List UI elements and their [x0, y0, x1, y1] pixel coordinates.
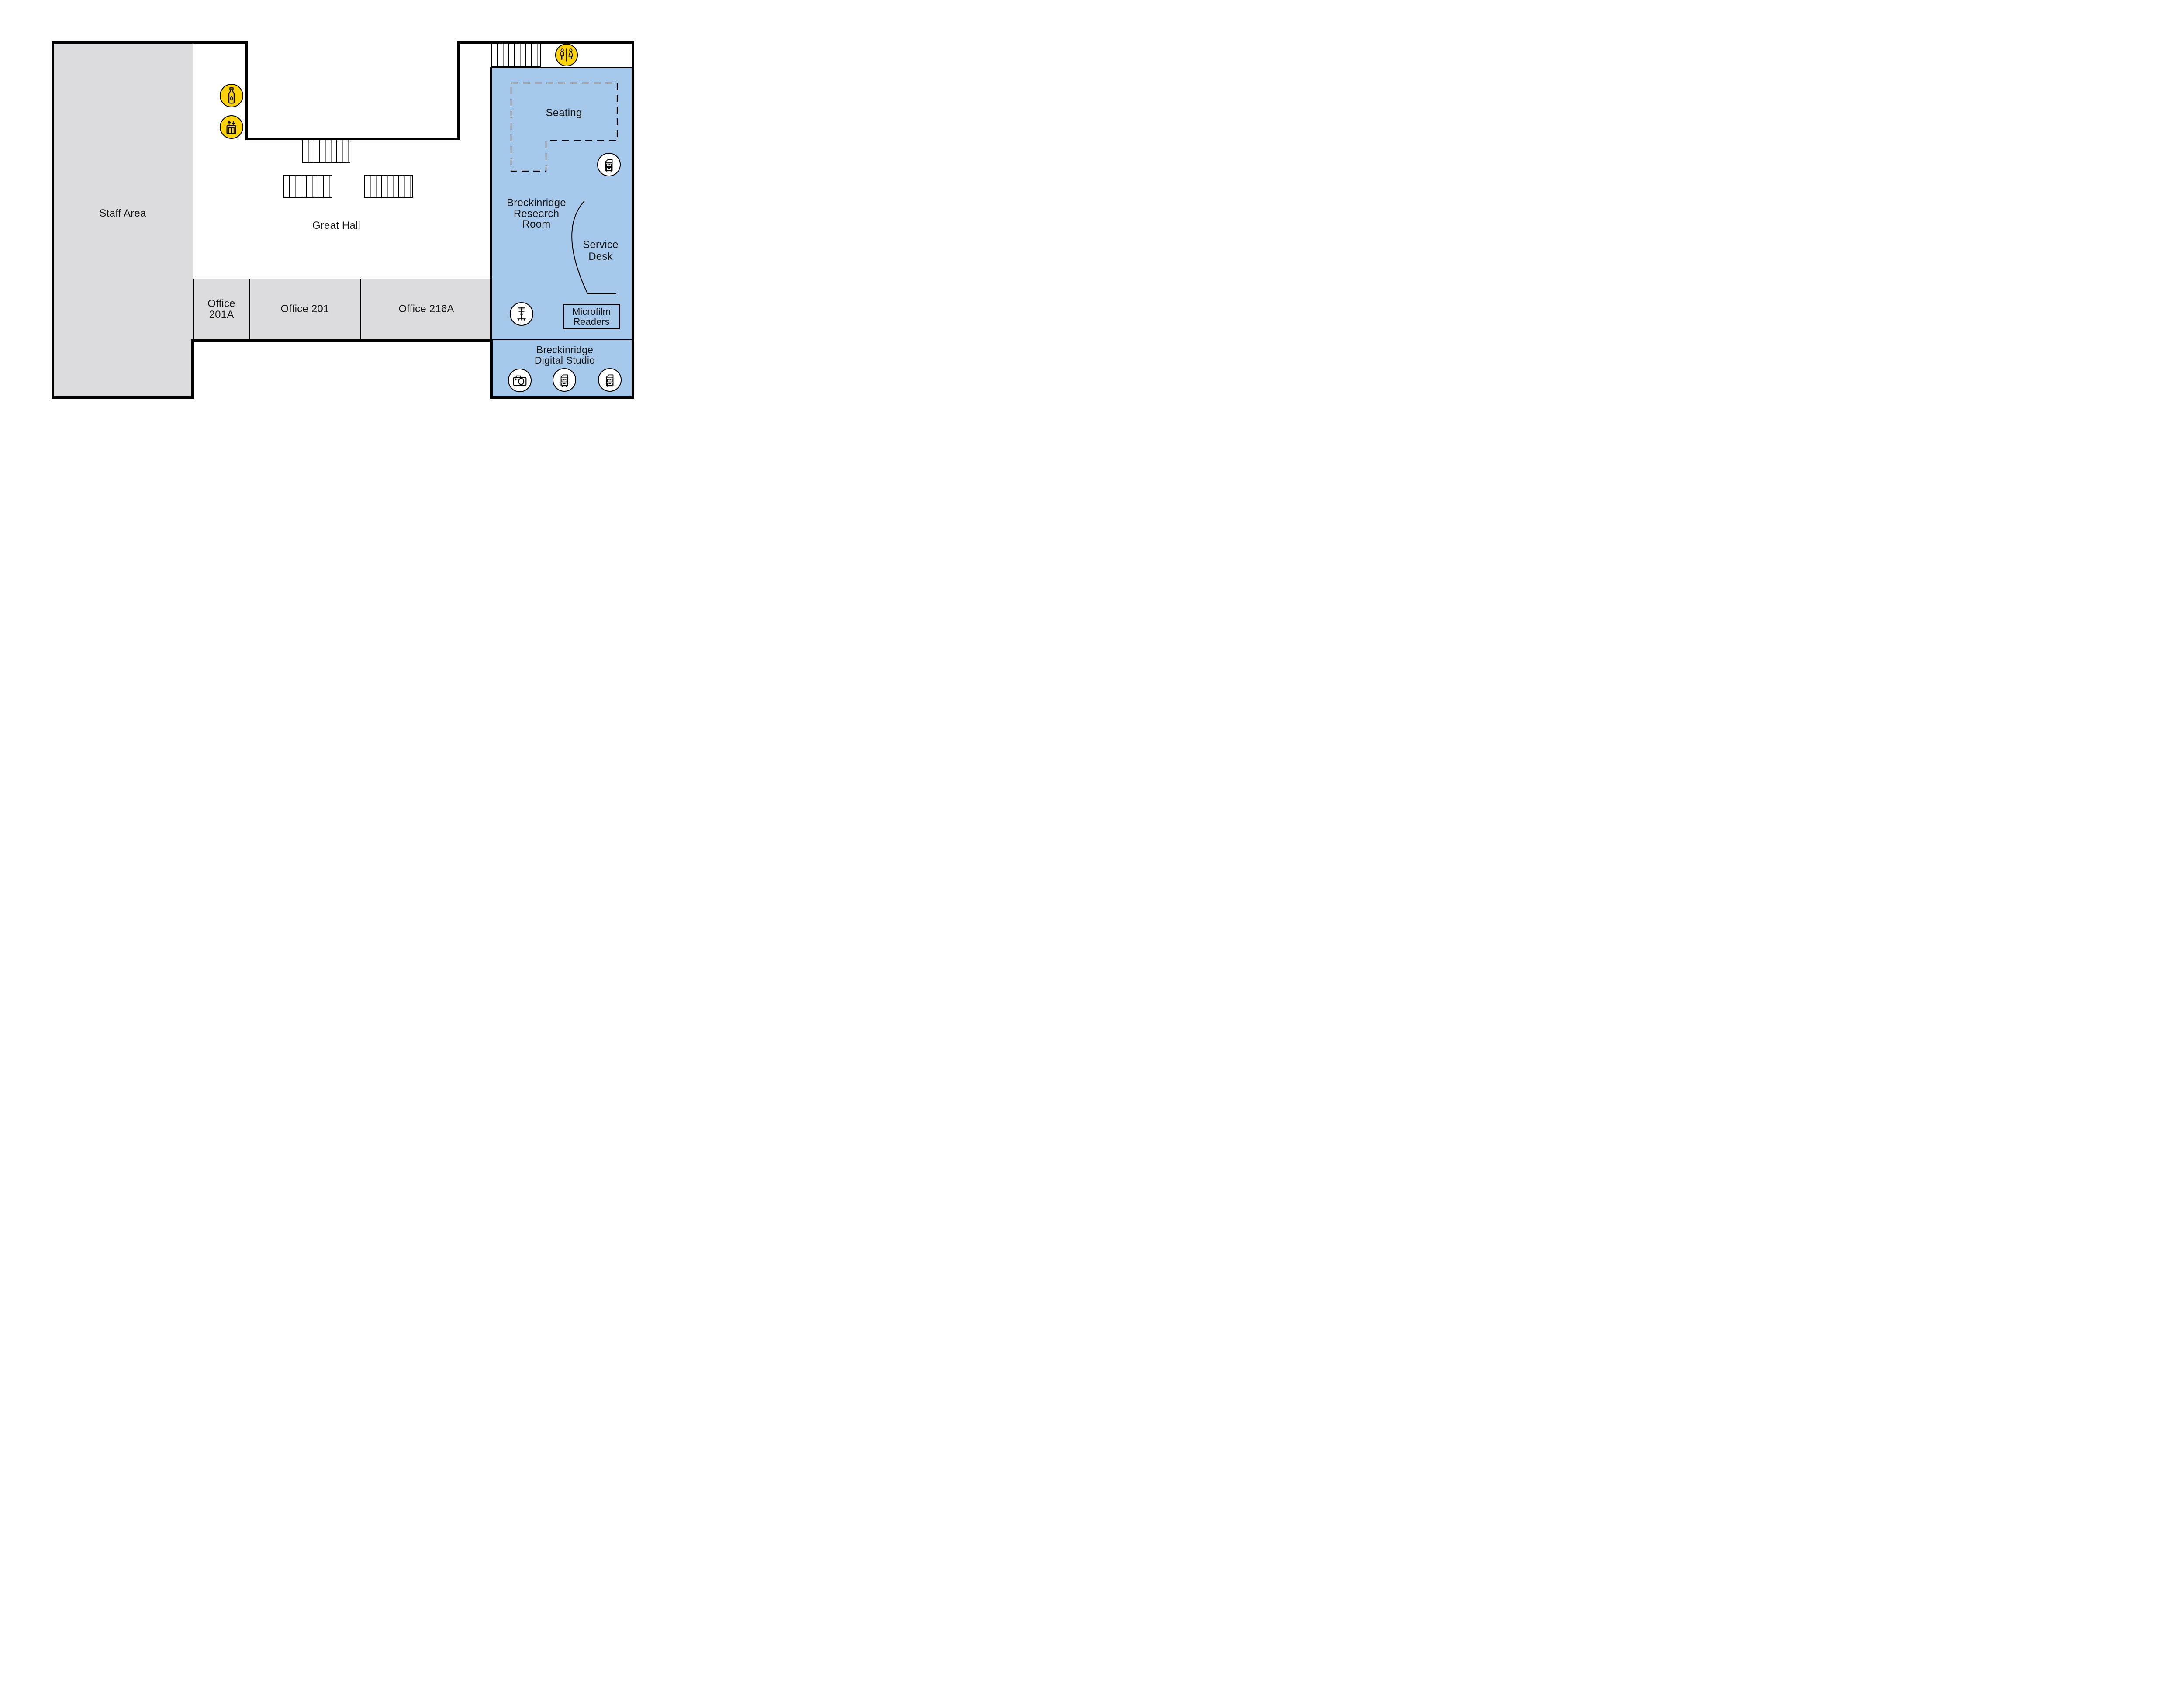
wall-left	[52, 41, 54, 399]
stairs-great-hall-left-icon	[283, 175, 332, 198]
library-floorplan: Microfilm Readers Staff Area Great Hall …	[0, 0, 685, 442]
great-hall-label: Great Hall	[312, 220, 361, 231]
water-bottle-filling-station-icon	[220, 84, 243, 107]
office-216a-region	[360, 279, 490, 339]
microfilm-readers-box: Microfilm Readers	[563, 304, 620, 329]
service-desk-label: Service Desk	[583, 239, 619, 262]
digital-studio-label: Breckinridge Digital Studio	[534, 344, 595, 366]
wall-bottom-right	[490, 396, 634, 399]
staff-area-region	[54, 44, 193, 396]
wall-top-left	[52, 41, 248, 44]
office-201-label: Office 201	[280, 303, 329, 315]
wall-great-hall-top	[245, 138, 460, 140]
wall-great-hall-right	[457, 41, 460, 140]
microfilm-readers-label-line1: Microfilm	[572, 306, 611, 317]
camera-icon	[508, 369, 532, 392]
office-201a-region	[193, 279, 250, 339]
stairs-great-hall-top-icon	[302, 140, 350, 163]
digital-studio-printer-icon-1	[553, 368, 576, 392]
office-201-region	[249, 279, 361, 339]
stairs-great-hall-right-icon	[364, 175, 413, 198]
wall-right	[632, 41, 634, 399]
wall-offices-bottom	[191, 339, 493, 342]
wall-top-right	[457, 41, 634, 44]
wall-studio-left	[490, 339, 493, 399]
research-room-printer-icon	[597, 153, 621, 176]
staff-area-label: Staff Area	[99, 207, 146, 219]
seating-label: Seating	[546, 107, 582, 119]
elevator-icon	[220, 115, 243, 139]
wall-staff-bottom	[52, 396, 194, 399]
research-room-label: Breckinridge Research Room	[507, 197, 566, 230]
office-201a-label: Office 201A	[207, 298, 235, 321]
lockers-icon	[510, 302, 533, 326]
microfilm-readers-label-line2: Readers	[573, 316, 610, 327]
office-216a-label: Office 216A	[398, 303, 454, 315]
stairs-top-right-icon	[491, 44, 541, 67]
wall-notch-right	[245, 41, 248, 140]
restroom-icon	[555, 44, 578, 66]
wall-staff-right-lower	[191, 339, 194, 399]
digital-studio-printer-icon-2	[598, 368, 622, 392]
